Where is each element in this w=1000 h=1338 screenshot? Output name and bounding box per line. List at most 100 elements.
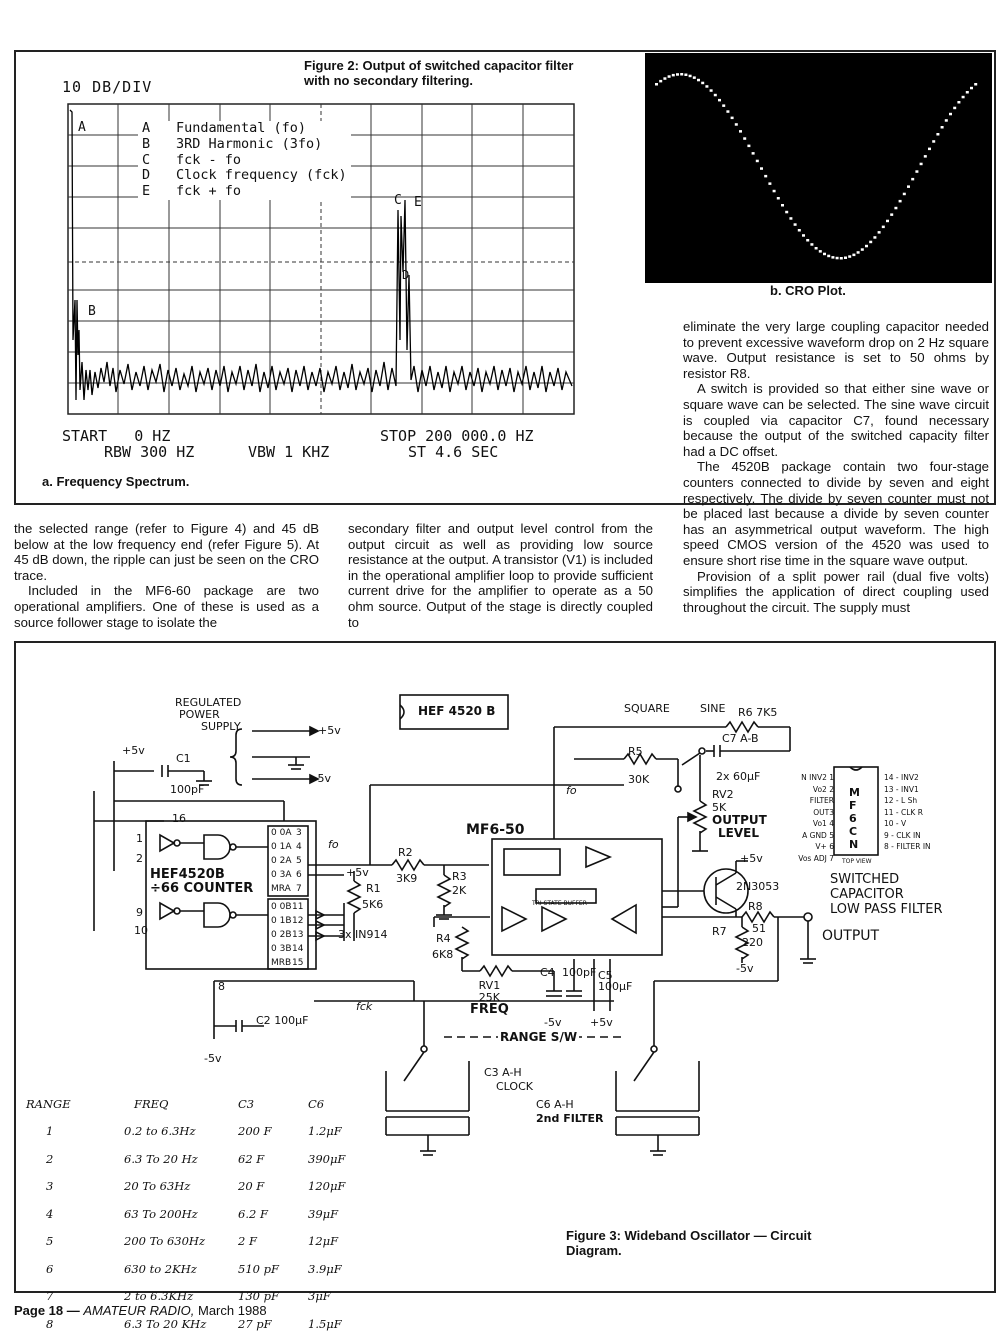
c1-label: C1 [176, 752, 191, 765]
spectrum-st: ST 4.6 SEC [408, 443, 499, 461]
power-supply-label: REGULATED POWER SUPPLY [175, 696, 242, 733]
cro-dot [818, 250, 822, 253]
cro-dot [793, 223, 797, 226]
paragraph: the selected range (refer to Figure 4) a… [14, 521, 319, 583]
rv1-label: RV1 25K FREQ [470, 979, 509, 1017]
minus5-label: -5v [544, 1016, 562, 1029]
cro-dot [894, 206, 898, 210]
cro-dot [839, 257, 843, 260]
c2-rail: -5v [204, 1052, 222, 1065]
cro-dot [827, 254, 831, 258]
r3-value: 2K [452, 884, 467, 897]
cro-dot [785, 210, 789, 214]
counter-ic-label: HEF4520B ÷66 COUNTER [150, 867, 254, 896]
cro-dot [877, 231, 881, 234]
peak-label-e: E [414, 195, 422, 210]
text-column-3: eliminate the very large coupling capaci… [683, 319, 989, 615]
supply-plus-label: +5v [318, 724, 341, 737]
c7-label: C7 A-B [722, 732, 759, 745]
cro-dot [680, 73, 684, 76]
cro-dot [718, 98, 721, 102]
cro-dot [919, 162, 923, 166]
cro-dot [659, 79, 663, 83]
figure-2-frame [14, 50, 996, 505]
r4-value: 6K8 [432, 948, 454, 961]
cro-caption: b. CRO Plot. [770, 283, 846, 298]
cro-dot [915, 170, 919, 173]
c7-value: 2x 60μF [716, 770, 761, 783]
mf6cn-chip-name: MF6CN [849, 786, 860, 851]
tristate-label: TRI STATE BUFFER [532, 900, 587, 907]
cro-dot [722, 104, 726, 107]
r7-label: R7 [712, 925, 727, 938]
r4-label: R4 [436, 932, 451, 945]
cro-dot [944, 119, 948, 122]
cro-dot [823, 252, 826, 256]
cro-dot [835, 256, 839, 260]
cro-dot [814, 247, 818, 250]
cro-dot [747, 144, 751, 148]
cro-dot [663, 77, 667, 80]
mf6cn-topview: TOP VIEW [842, 858, 872, 865]
spectrum-start: START 0 HZ [62, 427, 171, 445]
table-header-row: RANGE FREQ C3 C6 [26, 1096, 325, 1111]
fo-label: fo [328, 838, 339, 851]
cro-dot [781, 204, 784, 207]
cro-dot [881, 225, 885, 229]
peak-label-a: A [78, 120, 86, 135]
cro-dot [760, 167, 763, 170]
r2-value: 3K9 [396, 872, 418, 885]
r8-value: 51 [752, 922, 766, 935]
r7-value: 220 [742, 936, 763, 949]
cro-dot [755, 159, 759, 163]
paragraph: eliminate the very large coupling capaci… [683, 319, 989, 381]
fck-label: fck [356, 1000, 373, 1013]
r7-rail: -5v [736, 962, 754, 975]
cro-dot [936, 133, 940, 136]
spectrum-caption: a. Frequency Spectrum. [42, 474, 190, 489]
cro-dot [949, 112, 952, 116]
magazine-name: AMATEUR RADIO, [83, 1303, 195, 1318]
spectrum-stop: STOP 200 000.0 HZ [380, 427, 534, 445]
transistor-label: 2N3053 [736, 880, 780, 893]
cro-dot [865, 244, 868, 248]
spectrum-vbw: VBW 1 KHZ [248, 443, 330, 461]
paragraph: A switch is provided so that either sine… [683, 381, 989, 459]
paragraph: Included in the MF6-60 package are two o… [14, 583, 319, 630]
pin-16: 16 [172, 812, 186, 825]
cro-dot [655, 83, 658, 86]
cro-dot [734, 123, 738, 126]
plus5-label: +5v [590, 1016, 613, 1029]
cro-dot [692, 76, 696, 79]
cro-dot [852, 253, 856, 257]
r1-label: R1 [366, 882, 381, 895]
cro-dot [907, 185, 910, 188]
cro-dot [831, 256, 835, 259]
c4-label: C4 [540, 966, 555, 979]
circuit-schematic [93, 694, 879, 1156]
pin-2: 2 [136, 852, 143, 865]
cro-dot [713, 93, 717, 97]
cro-dot [688, 74, 692, 78]
pin-8: 8 [218, 980, 225, 993]
r1-value: 5K6 [362, 898, 384, 911]
figure-3-caption: Figure 3: Wideband Oscillator — Circuit … [566, 1228, 812, 1258]
cro-dot [932, 140, 936, 143]
cro-dot [970, 86, 973, 90]
cro-dot [898, 199, 902, 203]
cro-dot [953, 106, 957, 110]
paragraph: The 4520B package contain two four-stage… [683, 459, 989, 568]
r8-label: R8 [748, 900, 763, 913]
